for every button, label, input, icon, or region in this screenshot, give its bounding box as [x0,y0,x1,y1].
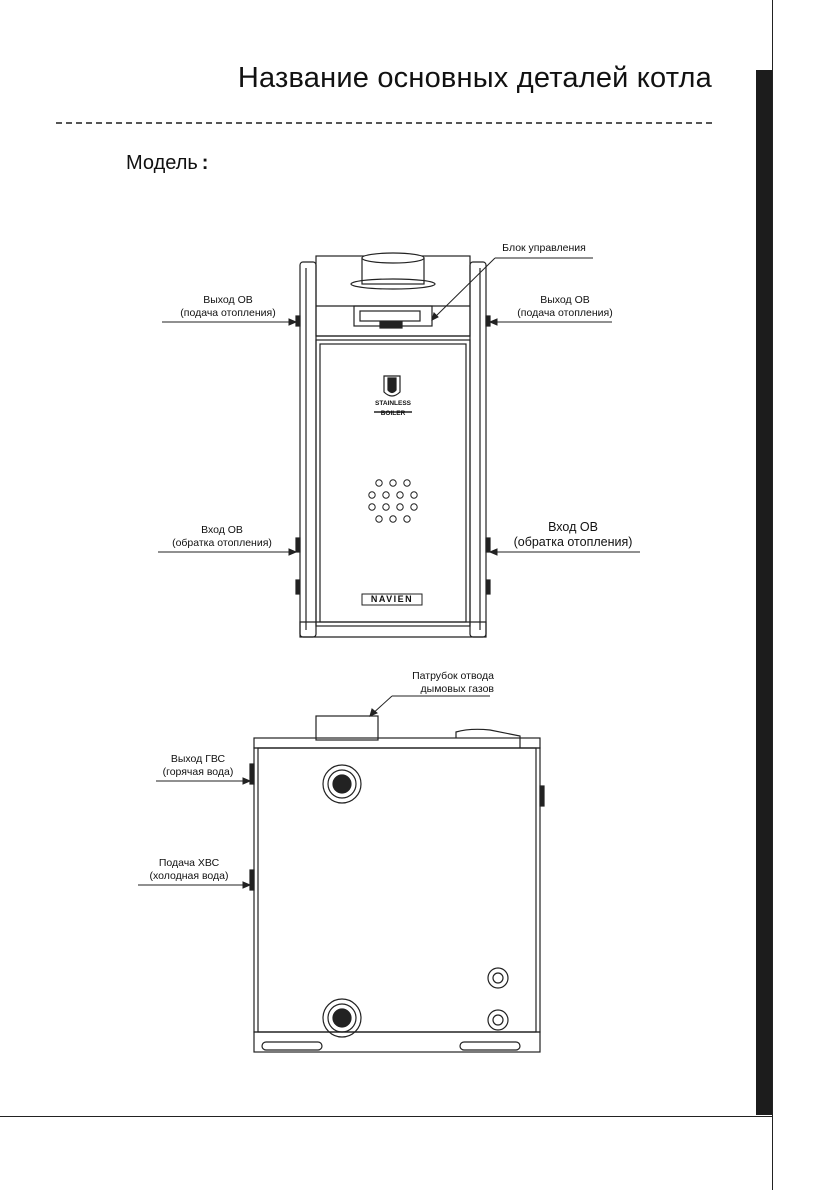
front-view-drawing [295,252,491,638]
dotted-divider [56,122,712,124]
label-inlet-right: Вход ОВ (обратка отопления) [498,520,648,550]
label-inlet-left-line1: Вход ОВ [201,524,243,536]
side-leader-lines [138,695,490,889]
model-colon: : [201,152,209,174]
label-inlet-right-line2: (обратка отопления) [513,535,633,549]
side-view-drawing [249,715,545,1053]
side-tab-bar [756,70,772,1115]
label-inlet-right-line1: Вход ОВ [548,520,598,534]
label-dhw-out: Выход ГВС (горячая вода) [150,753,246,779]
badge-line-1: STAINLESS [375,400,411,407]
badge-line-2: BOILER [380,410,406,417]
label-dhw-out-line2: (горячая вода) [162,766,234,778]
label-flue-line2: дымовых газов [420,683,494,695]
label-cold-in-line1: Подача ХВС [158,857,220,869]
label-outlet-left: Выход ОВ (подача отопления) [160,294,296,320]
brand-plate: NAVIEN [370,594,414,604]
label-flue: Патрубок отвода дымовых газов [384,670,494,696]
label-outlet-right-line1: Выход ОВ [540,294,590,306]
label-outlet-left-line2: (подача отопления) [180,307,276,319]
model-line: Модель: [126,152,208,175]
label-cold-in-line2: (холодная вода) [149,870,229,882]
label-dhw-out-line1: Выход ГВС [170,753,226,765]
label-outlet-left-line1: Выход ОВ [203,294,253,306]
label-inlet-left-line2: (обратка отопления) [172,537,272,549]
label-outlet-right: Выход ОВ (подача отопления) [500,294,630,320]
label-control-unit: Блок управления [502,242,586,254]
label-inlet-left: Вход ОВ (обратка отопления) [154,524,290,550]
model-label: Модель [126,152,198,174]
label-outlet-right-line2: (подача отопления) [517,307,613,319]
bottom-rule [0,1116,772,1117]
label-flue-line1: Патрубок отвода [412,670,494,682]
badge-text: STAINLESS BOILER [370,400,416,417]
label-cold-in: Подача ХВС (холодная вода) [134,857,244,883]
page-title: Название основных деталей котла [237,62,712,94]
side-rule [772,0,773,1190]
front-leader-lines [158,257,640,556]
